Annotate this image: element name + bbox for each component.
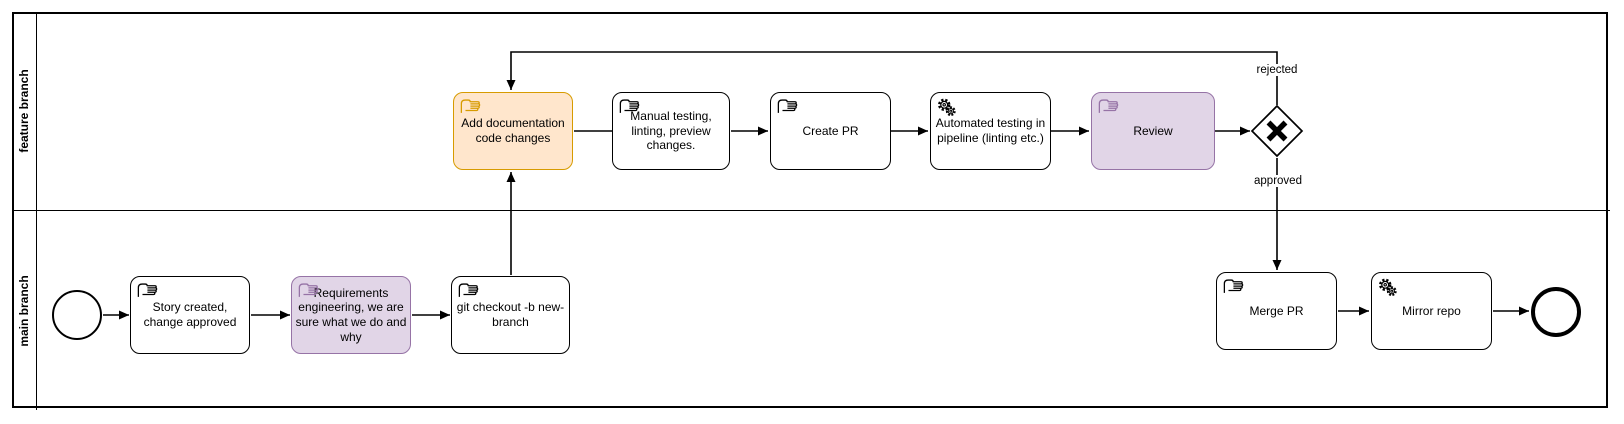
task-create-pr: Create PR [770,92,891,170]
task-label: Manual testing, linting, preview changes… [630,109,712,153]
task-label: Merge PR [1249,303,1304,318]
task-review: Review [1091,92,1215,170]
task-merge-pr: Merge PR [1216,272,1337,350]
exclusive-gateway-x-icon [1266,120,1288,142]
task-label: Requirements engineering, we are sure wh… [295,285,407,344]
end-event [1531,287,1581,337]
task-label: Mirror repo [1402,303,1461,318]
manual-task-hand-icon [137,282,158,298]
task-add-documentation: Add documentation code changes [453,92,573,170]
manual-task-hand-icon [777,98,798,114]
task-label: Automated testing in pipeline (linting e… [935,116,1046,145]
flow-label-rejected: rejected [1253,64,1301,76]
task-label: Story created, change approved [143,300,237,329]
flow-rejected-loop [506,51,1278,105]
task-label: Create PR [802,123,859,138]
task-manual-testing: Manual testing, linting, preview changes… [612,92,730,170]
manual-task-hand-icon [460,98,481,114]
task-requirements-engineering: Requirements engineering, we are sure wh… [291,276,411,354]
task-mirror-repo: Mirror repo [1371,272,1492,350]
manual-task-hand-icon [1098,98,1119,114]
lane-divider [12,210,1610,211]
service-task-gear-icon [1378,278,1398,297]
start-event [52,290,102,340]
task-automated-testing: Automated testing in pipeline (linting e… [930,92,1051,170]
manual-task-hand-icon [298,282,319,298]
task-story-created: Story created, change approved [130,276,250,354]
exclusive-gateway [1250,104,1304,158]
lane-label-strip-divider [36,12,37,410]
manual-task-hand-icon [458,282,479,298]
manual-task-hand-icon [1223,278,1244,294]
task-label: git checkout -b new-branch [456,300,565,329]
task-git-checkout: git checkout -b new-branch [451,276,570,354]
task-label: Add documentation code changes [461,116,565,145]
service-task-gear-icon [937,98,957,117]
manual-task-hand-icon [619,98,640,114]
flow-label-approved: approved [1251,175,1305,187]
task-label: Review [1133,123,1173,138]
